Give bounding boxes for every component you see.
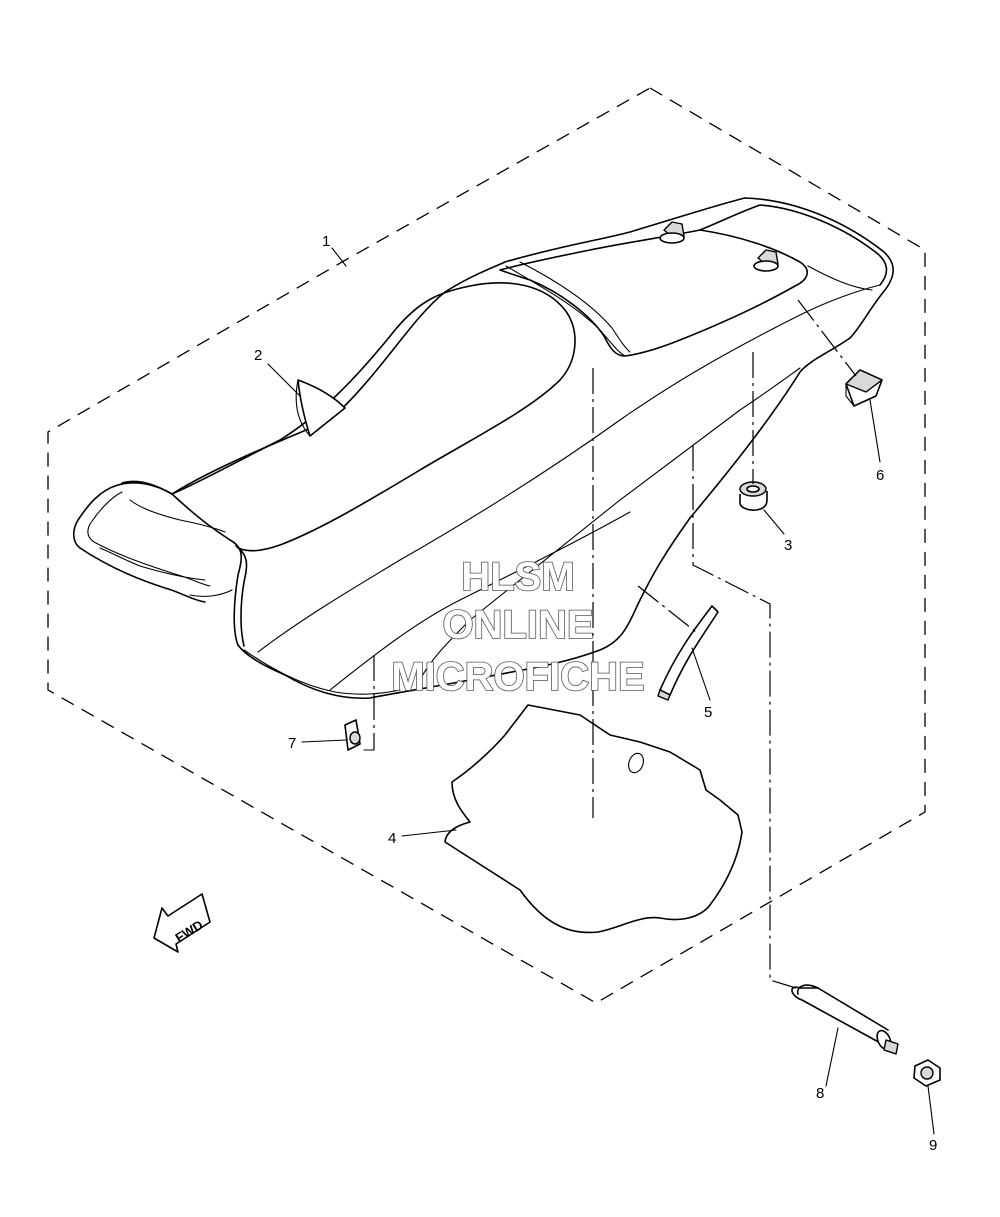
seat-hook-rear	[753, 249, 779, 272]
callout-3: 3	[784, 537, 792, 554]
seat-base-pad-hole	[628, 752, 644, 774]
callout-9: 9	[929, 1137, 937, 1154]
seat-base-pad[interactable]	[444, 704, 743, 934]
leader-1	[331, 247, 347, 267]
assembly-boundary	[47, 87, 926, 1004]
callout-2: 2	[254, 347, 262, 364]
callout-1: 1	[322, 233, 330, 250]
leader-4	[401, 829, 457, 837]
leader-5	[691, 647, 711, 701]
leader-2	[267, 363, 301, 397]
leader-9	[927, 1085, 935, 1135]
clip[interactable]	[344, 719, 361, 751]
leader-6	[869, 399, 881, 463]
callout-4: 4	[388, 830, 396, 847]
rubber-cushion[interactable]	[845, 369, 883, 407]
leader-8	[825, 1027, 839, 1087]
callout-8: 8	[816, 1085, 824, 1102]
damper[interactable]	[739, 481, 768, 511]
nut[interactable]	[913, 1059, 941, 1087]
leader-7	[301, 739, 347, 743]
svg-text:HLSM: HLSM	[461, 555, 574, 599]
centerline-cushion	[797, 299, 857, 377]
watermark: HLSM ONLINE MICROFICHE	[391, 554, 646, 700]
leader-3	[763, 509, 785, 535]
svg-text:ONLINE: ONLINE	[442, 603, 593, 647]
seat-lock-bolt[interactable]	[791, 984, 899, 1055]
callout-6: 6	[876, 467, 884, 484]
centerline-bolt	[692, 445, 797, 989]
callout-5: 5	[704, 704, 712, 721]
callout-7: 7	[288, 735, 296, 752]
forward-direction-arrow: FWD	[153, 893, 211, 953]
centerline-strip	[637, 585, 697, 633]
seat-hook-front	[659, 221, 685, 244]
svg-text:MICROFICHE: MICROFICHE	[391, 655, 644, 699]
seat[interactable]	[72, 197, 894, 700]
strip[interactable]	[657, 605, 719, 701]
label-sticker[interactable]	[295, 379, 346, 437]
